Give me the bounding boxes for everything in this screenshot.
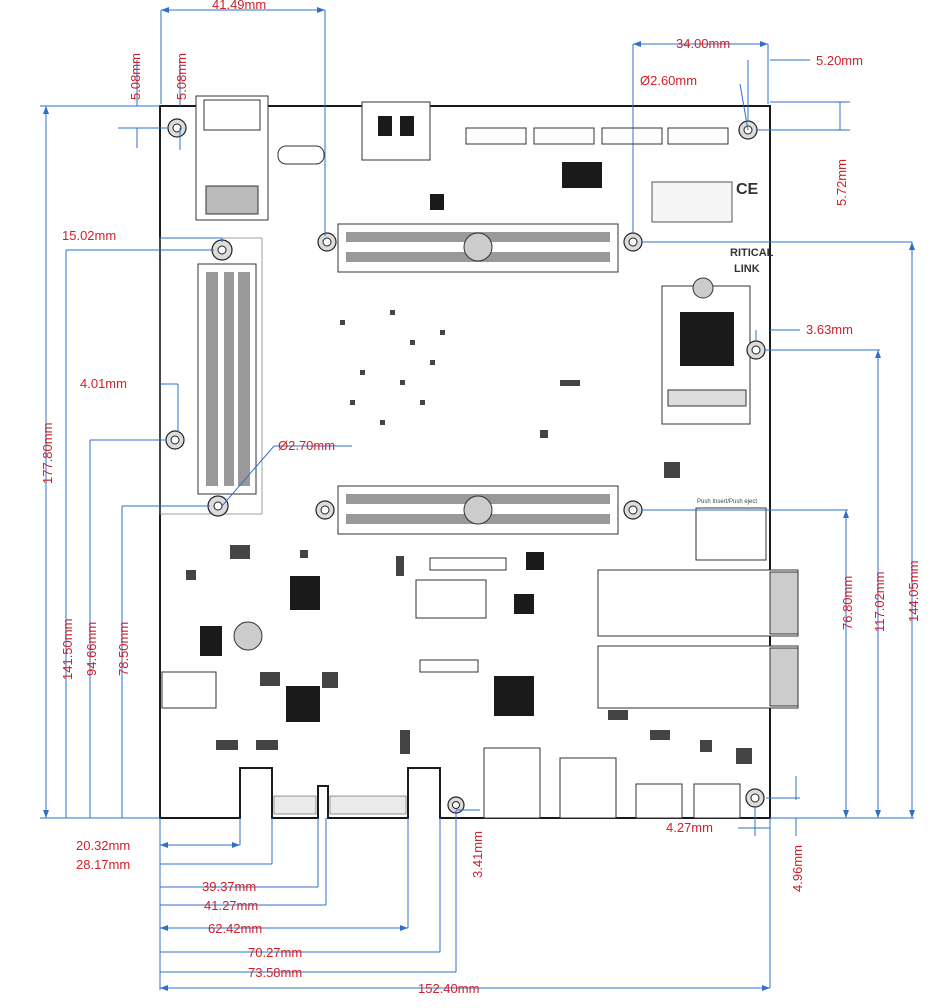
mounting-hole-j3-top xyxy=(211,239,233,261)
dim-34-00: 34.00mm xyxy=(676,36,730,51)
dimension-labels: 41.49mm 5.08mm 5.08mm 34.00mm 5.20mm Ø2.… xyxy=(40,0,921,996)
connector-j1 xyxy=(337,485,619,535)
dim-5-08-right: 5.08mm xyxy=(174,53,189,100)
dimension-lines xyxy=(40,9,914,990)
ffc-connectors xyxy=(465,127,729,145)
logo-line1: RITICAL xyxy=(730,247,774,259)
edge-connector xyxy=(273,795,407,815)
dimension-arrows xyxy=(43,7,915,991)
dim-28-17: 28.17mm xyxy=(76,857,130,872)
dim-141-50: 141.50mm xyxy=(60,619,75,680)
mounting-hole-bottom-right xyxy=(745,788,765,808)
board-outline xyxy=(159,105,771,819)
small-components xyxy=(186,310,752,764)
dim-3-41: 3.41mm xyxy=(470,831,485,878)
ic-chips xyxy=(200,162,602,722)
mounting-hole-j2-right xyxy=(623,232,643,252)
dim-20-32: 20.32mm xyxy=(76,838,130,853)
mounting-hole-left-mid xyxy=(165,430,185,450)
dim-62-42: 62.42mm xyxy=(208,921,262,936)
dim-5-72: 5.72mm xyxy=(834,159,849,206)
dim-41-49: 41.49mm xyxy=(212,0,266,12)
logo-line2: LINK xyxy=(734,263,760,275)
dim-152-40: 152.40mm xyxy=(418,981,479,996)
dim-dia-2-70: Ø2.70mm xyxy=(278,438,335,453)
bottom-connectors xyxy=(161,671,741,819)
mounting-hole-j1-left xyxy=(315,500,335,520)
dim-dia-2-60: Ø2.60mm xyxy=(640,73,697,88)
ce-mark: CE xyxy=(736,181,759,198)
dim-41-27: 41.27mm xyxy=(204,898,258,913)
mounting-holes xyxy=(165,118,766,814)
dim-78-50: 78.50mm xyxy=(116,622,131,676)
dim-4-96: 4.96mm xyxy=(790,845,805,892)
product-label xyxy=(651,181,733,223)
crystal xyxy=(277,145,325,165)
dim-76-80: 76.80mm xyxy=(840,576,855,630)
connector-j3 xyxy=(159,237,263,515)
dim-3-63: 3.63mm xyxy=(806,322,853,337)
dim-15-02: 15.02mm xyxy=(62,228,116,243)
mounting-hole-top-left xyxy=(167,118,187,138)
connector-j2 xyxy=(337,223,619,273)
mounting-hole-j2-left xyxy=(317,232,337,252)
dim-117-02: 117.02mm xyxy=(872,572,887,632)
dim-70-27: 70.27mm xyxy=(248,945,302,960)
dim-94-66: 94.66mm xyxy=(84,622,99,676)
dim-4-27: 4.27mm xyxy=(666,820,713,835)
mounting-hole-module xyxy=(746,340,766,360)
ethernet-jack xyxy=(195,95,269,221)
mounting-hole-j3-bottom xyxy=(207,495,229,517)
sd-card-slot xyxy=(695,507,767,561)
sfp-cages xyxy=(597,569,799,709)
dim-177-80: 177.80mm xyxy=(40,423,55,484)
module-socket xyxy=(661,277,751,425)
dim-4-01: 4.01mm xyxy=(80,376,127,391)
usb-connector-top xyxy=(361,101,431,161)
dim-5-08-left: 5.08mm xyxy=(128,53,143,100)
dim-73-58: 73.58mm xyxy=(248,965,302,980)
mounting-hole-j1-right xyxy=(623,500,643,520)
push-label: Push Insert/Push eject xyxy=(697,499,757,505)
dim-144-05: 144.05mm xyxy=(906,561,921,622)
dim-5-20: 5.20mm xyxy=(816,53,863,68)
dim-39-37: 39.37mm xyxy=(202,879,256,894)
